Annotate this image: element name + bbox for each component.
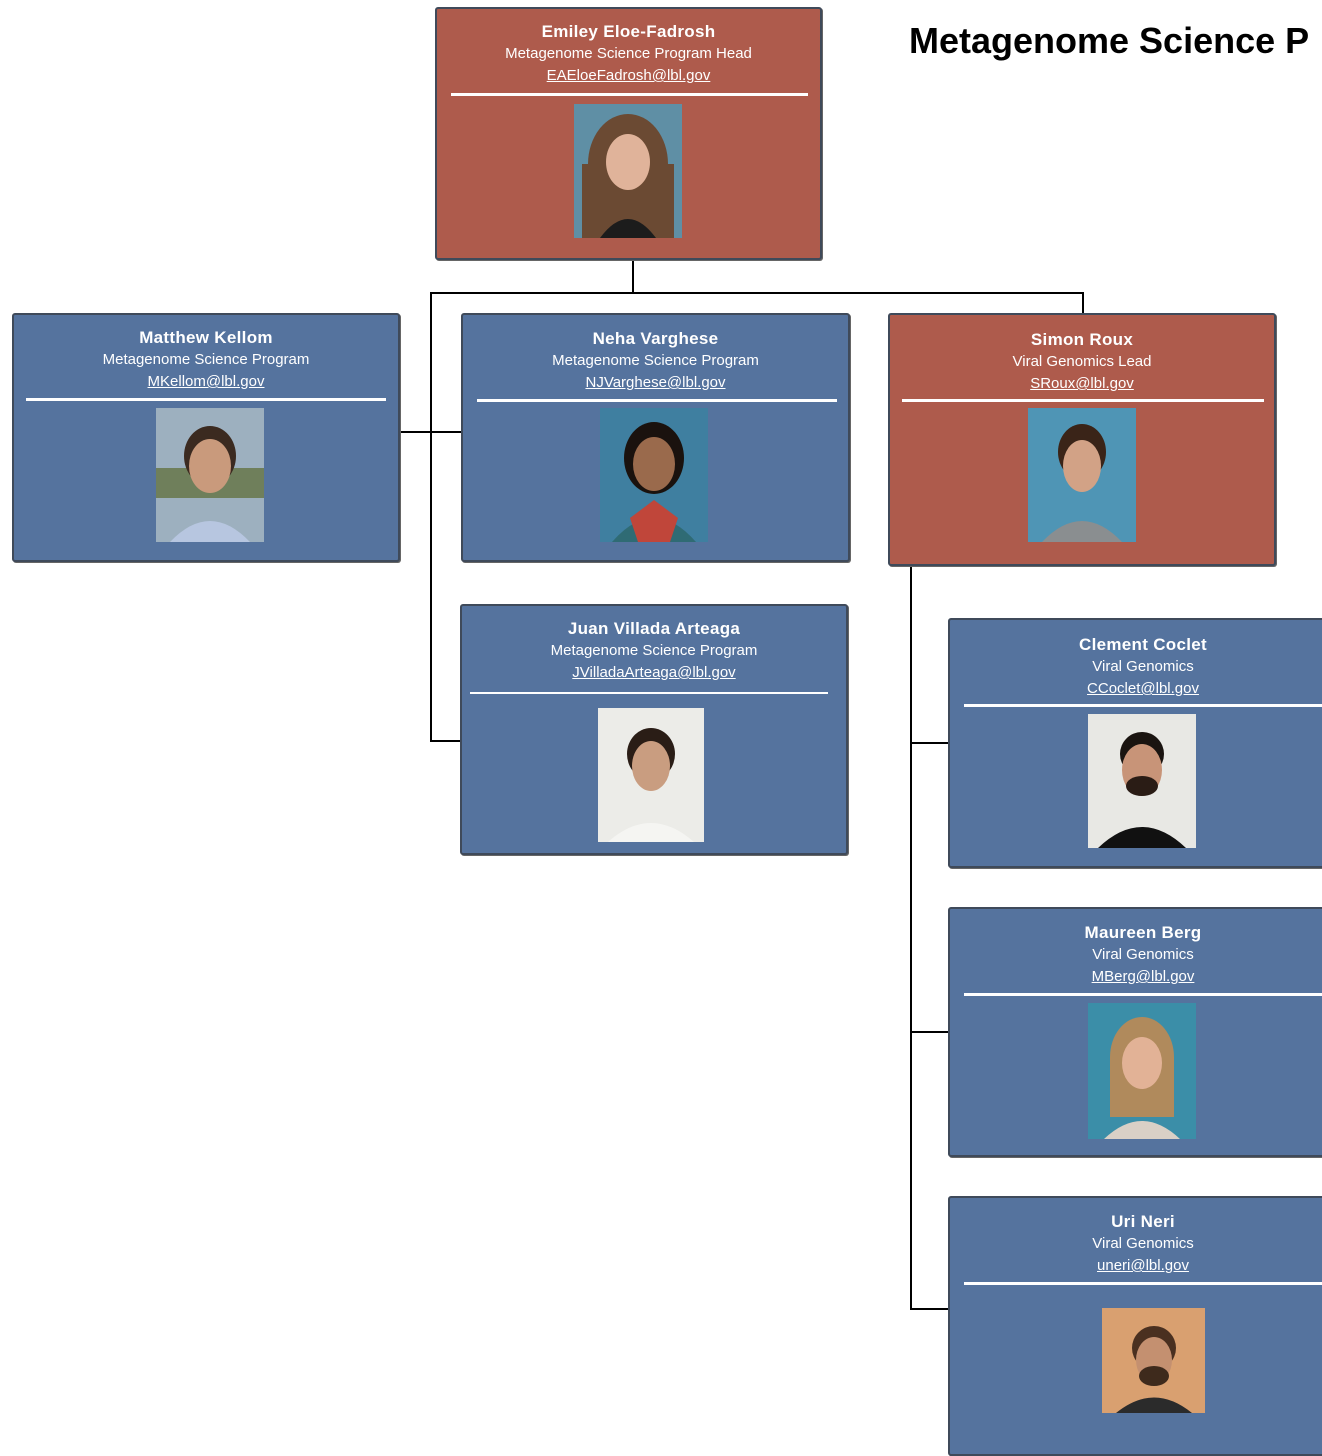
divider: [470, 692, 828, 694]
connector-line: [632, 259, 634, 293]
person-role: Metagenome Science Program Head: [505, 45, 752, 62]
divider: [964, 993, 1322, 996]
person-photo: [156, 408, 264, 542]
connector-line: [910, 1308, 952, 1310]
person-email-link[interactable]: MBerg@lbl.gov: [1091, 968, 1195, 985]
person-role: Viral Genomics: [1092, 946, 1194, 963]
connector-line: [430, 292, 1084, 294]
person-name: Uri Neri: [1111, 1212, 1175, 1231]
person-email-link[interactable]: MKellom@lbl.gov: [147, 373, 265, 390]
person-photo: [574, 104, 682, 238]
person-email-link[interactable]: EAEloeFadrosh@lbl.gov: [546, 67, 711, 84]
person-name: Clement Coclet: [1079, 635, 1207, 654]
person-card-simon: Simon Roux Viral Genomics Lead SRoux@lbl…: [888, 313, 1276, 566]
person-photo: [1088, 1003, 1196, 1139]
person-card-neha: Neha Varghese Metagenome Science Program…: [461, 313, 850, 562]
connector-line: [910, 564, 912, 1310]
person-email-link[interactable]: uneri@lbl.gov: [1097, 1257, 1189, 1274]
divider: [902, 399, 1264, 402]
person-photo: [598, 708, 704, 842]
person-name: Juan Villada Arteaga: [567, 619, 741, 638]
connector-line: [430, 740, 462, 742]
divider: [964, 704, 1322, 707]
divider: [26, 398, 386, 401]
person-role: Viral Genomics: [1092, 658, 1194, 675]
person-role: Viral Genomics: [1092, 1235, 1194, 1252]
person-photo: [600, 408, 708, 542]
connector-line: [910, 742, 952, 744]
person-card-uri: Uri Neri Viral Genomics uneri@lbl.gov: [948, 1196, 1322, 1456]
person-photo: [1102, 1308, 1205, 1413]
person-photo: [1028, 408, 1136, 542]
person-card-emiley: Emiley Eloe-Fadrosh Metagenome Science P…: [435, 7, 822, 260]
person-card-clement: Clement Coclet Viral Genomics CCoclet@lb…: [948, 618, 1322, 868]
person-name: Simon Roux: [1030, 330, 1134, 349]
chart-title: Metagenome Science P: [909, 20, 1310, 61]
divider: [477, 399, 837, 402]
person-role: Metagenome Science Program: [552, 352, 759, 369]
person-email-link[interactable]: JVilladaArteaga@lbl.gov: [572, 664, 736, 681]
person-name: Matthew Kellom: [139, 328, 273, 347]
person-role: Viral Genomics Lead: [1012, 353, 1152, 370]
connector-line: [1082, 292, 1084, 314]
person-card-matthew: Matthew Kellom Metagenome Science Progra…: [12, 313, 400, 562]
person-name: Emiley Eloe-Fadrosh: [541, 22, 716, 41]
person-name: Maureen Berg: [1084, 923, 1202, 942]
person-photo: [1088, 714, 1196, 848]
person-email-link[interactable]: SRoux@lbl.gov: [1030, 375, 1134, 392]
person-email-link[interactable]: NJVarghese@lbl.gov: [585, 374, 726, 391]
divider: [964, 1282, 1322, 1285]
person-name: Neha Varghese: [592, 329, 719, 348]
divider: [451, 93, 808, 96]
person-role: Metagenome Science Program: [550, 642, 758, 659]
person-card-juan: Juan Villada Arteaga Metagenome Science …: [460, 604, 848, 855]
connector-line: [430, 292, 432, 742]
connector-line: [910, 1031, 952, 1033]
connector-line: [398, 431, 462, 433]
person-email-link[interactable]: CCoclet@lbl.gov: [1087, 680, 1199, 697]
person-role: Metagenome Science Program: [102, 351, 310, 368]
person-card-maureen: Maureen Berg Viral Genomics MBerg@lbl.go…: [948, 907, 1322, 1157]
